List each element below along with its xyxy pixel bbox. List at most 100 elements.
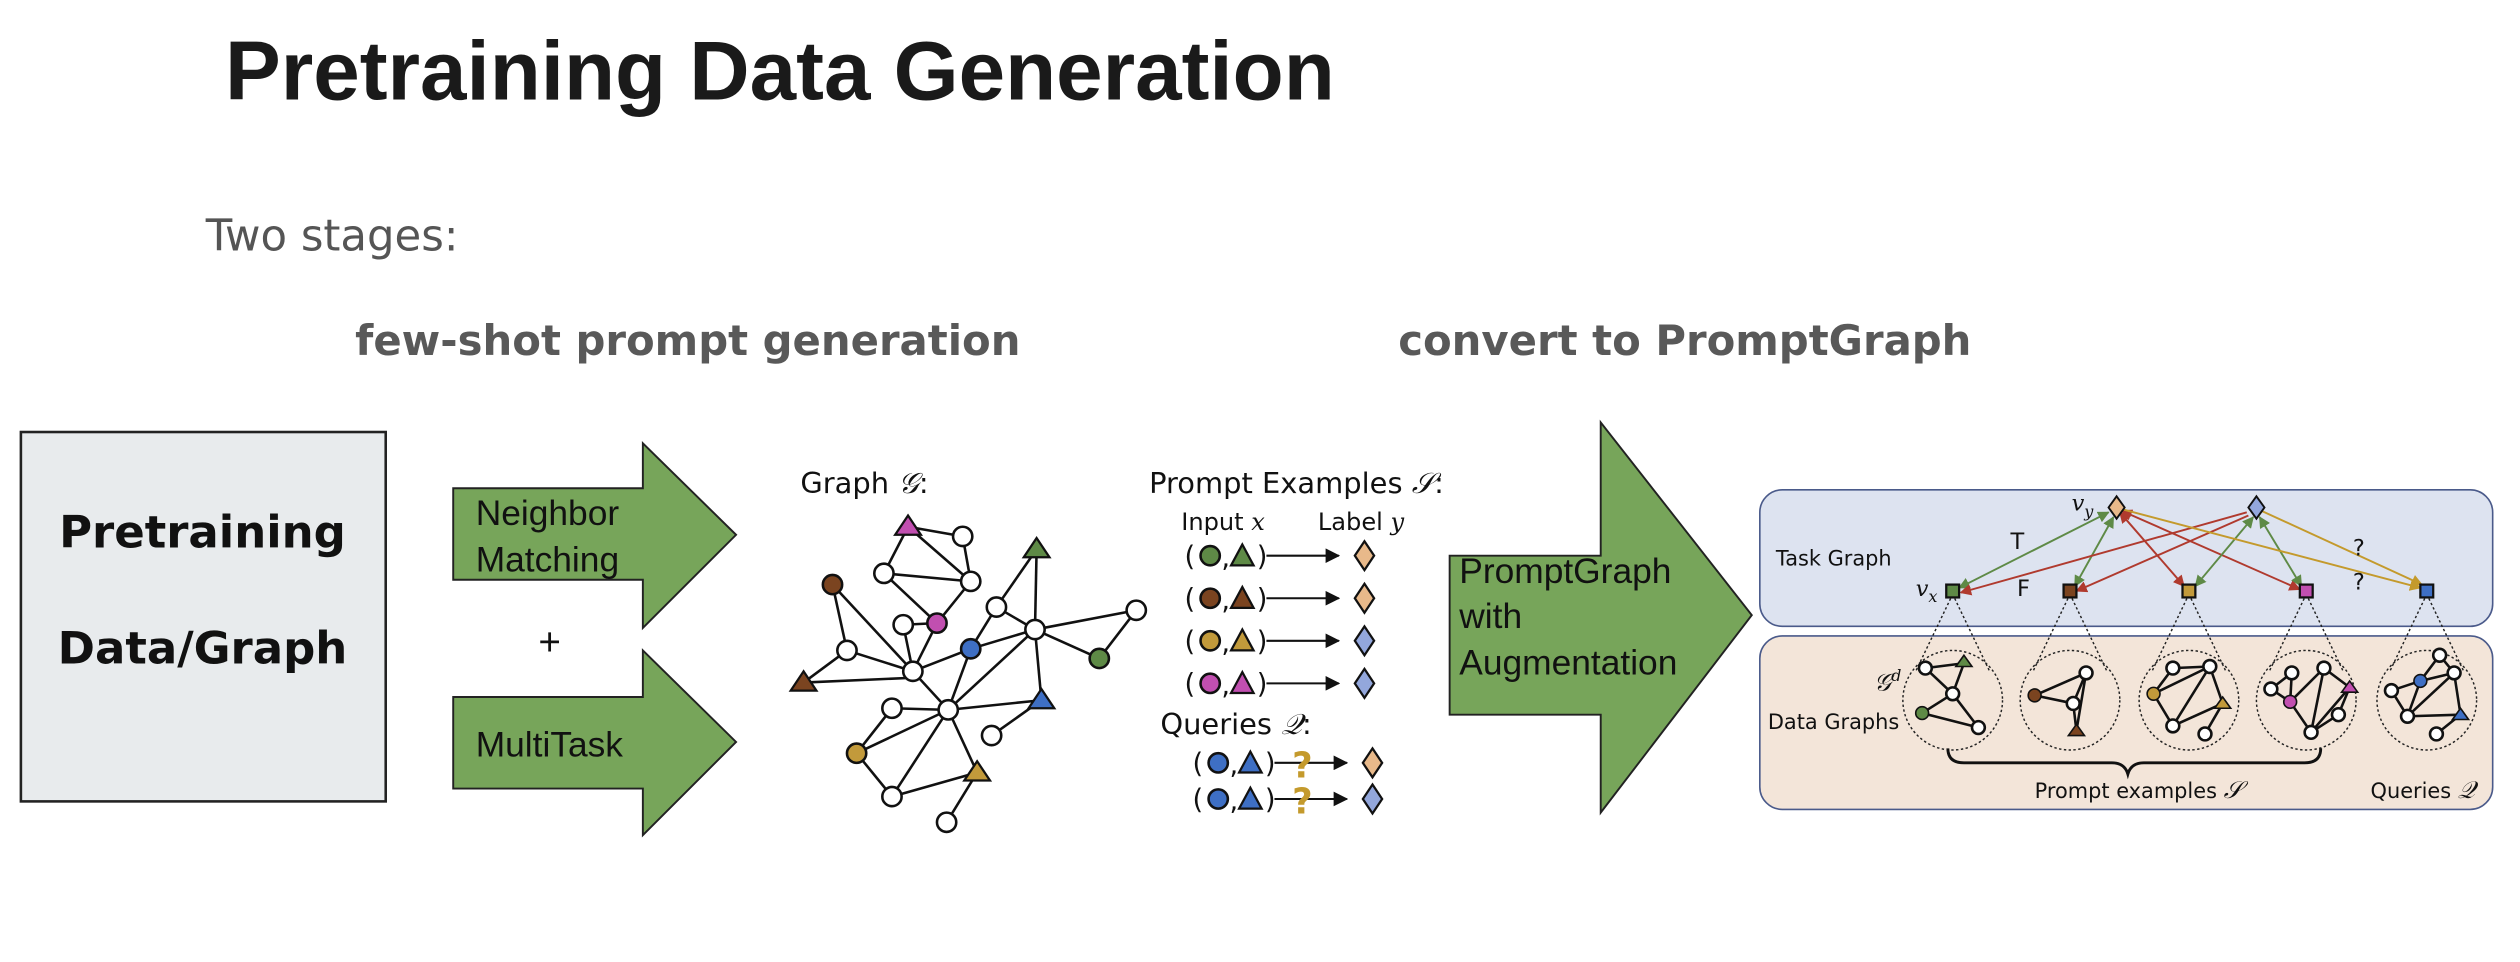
source-data-box: Pretraining Data/Graph [19,430,387,803]
neighbor-matching-line2: Matching [476,541,619,580]
slide-title: Pretraining Data Generation [225,24,1335,118]
graph-node-green [1088,647,1111,670]
stage2-heading: convert to PromptGraph [1398,316,1971,365]
input-node-circle [1199,672,1222,695]
graph-node [1024,618,1046,641]
label-diamond [1353,666,1376,700]
neighbor-matching-line1: Neighbor [476,494,620,533]
close-paren: ) [1257,584,1268,615]
input-node-circle [1207,788,1230,810]
label-diamond [1353,624,1376,658]
graph-node [985,596,1008,618]
comma: , [1221,628,1230,659]
comma: , [1221,585,1230,616]
open-paren: ( [1184,584,1195,615]
graph-triangle-green [1021,535,1052,559]
graph-g-label: Graph 𝒢: [800,466,928,500]
gd-label: 𝒢d [1874,666,1901,697]
open-paren: ( [1184,669,1195,700]
data-graph-4 [2255,649,2360,751]
graph-triangle-blue [1026,686,1057,710]
prompt-examples-caption: Prompt examples 𝒮 [2035,776,2249,804]
graph-triangle-brown [788,669,819,692]
input-x-label: Input x [1181,508,1265,536]
promptgraph-line2: with [1458,597,1522,636]
graph-node-brown [821,573,844,596]
edge-query-mark: ? [2353,569,2365,595]
multitask-label: MultiTask [476,725,624,764]
task-graph-edges [1958,508,2424,596]
input-node-circle [1207,751,1230,774]
input-node-gold [2181,583,2197,599]
label-diamond [1361,746,1384,780]
label-diamond [1353,539,1376,573]
query-row: (,)? [1193,745,1384,786]
source-box-line1: Pretraining [59,506,346,559]
task-graph-label: Task Graph [1775,546,1892,570]
data-graphs-box [1759,635,2494,811]
input-node-pink [2298,583,2314,599]
close-paren: ) [1265,785,1276,816]
graph-triangle-gold [962,759,993,782]
input-node-green [1945,583,1961,599]
open-paren: ( [1193,785,1204,816]
input-node-triangle [1237,785,1264,810]
example-row: (,) [1184,624,1376,659]
graph-g-nodes [788,513,1148,834]
data-graphs-label: Data Graphs [1768,710,1899,734]
input-node-triangle [1229,627,1256,652]
graph-node [892,613,915,636]
prompt-examples-brace [1946,748,2323,780]
comma: , [1229,750,1238,781]
query-rows: (,)?(,)? [1193,745,1384,822]
label-node-vy-orange [2107,494,2126,521]
label-y-label: Label y [1318,508,1405,536]
open-paren: ( [1193,748,1204,779]
vx-label: vx [1916,576,1938,606]
input-node-brown [2062,583,2078,599]
label-diamond [1361,782,1384,816]
promptgraph-line3: Augmentation [1459,644,1677,683]
data-graph-2 [2019,649,2121,751]
graph-triangle-pink [893,513,923,536]
open-paren: ( [1184,541,1195,572]
close-paren: ) [1265,748,1276,779]
data-graph-3 [2138,649,2240,751]
source-box-line2: Data/Graph [58,621,348,674]
promptgraph-line1: PromptGraph [1459,552,1671,591]
open-paren: ( [1184,626,1195,657]
graph-node-gold [845,742,868,765]
unknown-label-mark: ? [1292,781,1313,822]
label-diamond [1353,581,1376,615]
edge-false-label: F [2017,576,2030,602]
label-node-blue [2247,494,2266,521]
edge-query-mark: ? [2353,536,2365,562]
input-node-circle [1199,544,1222,567]
stage1-heading: few-shot prompt generation [355,316,1020,365]
comma: , [1221,543,1230,574]
input-node-triangle [1229,584,1256,609]
example-row: (,) [1184,581,1376,616]
graph-node [881,785,903,808]
graph-node-pink [926,612,948,635]
edge-true-label: T [2010,529,2025,555]
plus-sign: + [538,621,561,664]
graph-node [1125,599,1148,622]
subtitle: Two stages: [205,212,459,262]
close-paren: ) [1257,669,1268,700]
graph-node [980,724,1003,747]
input-node-triangle [1229,669,1256,695]
queries-caption: Queries 𝒬 [2371,776,2479,804]
prompt-examples-figure: Prompt Examples 𝒮: Input x Label y (,)(,… [1149,466,1444,822]
unknown-label-mark: ? [1292,745,1313,786]
close-paren: ) [1257,541,1268,572]
input-node-circle [1199,629,1222,652]
data-graph-query [2376,647,2478,751]
example-row: (,) [1184,666,1376,702]
input-node-triangle [1237,749,1264,774]
graph-node [937,698,960,721]
graph-node [951,525,974,548]
comma: , [1221,671,1230,702]
example-row: (,) [1184,539,1376,574]
